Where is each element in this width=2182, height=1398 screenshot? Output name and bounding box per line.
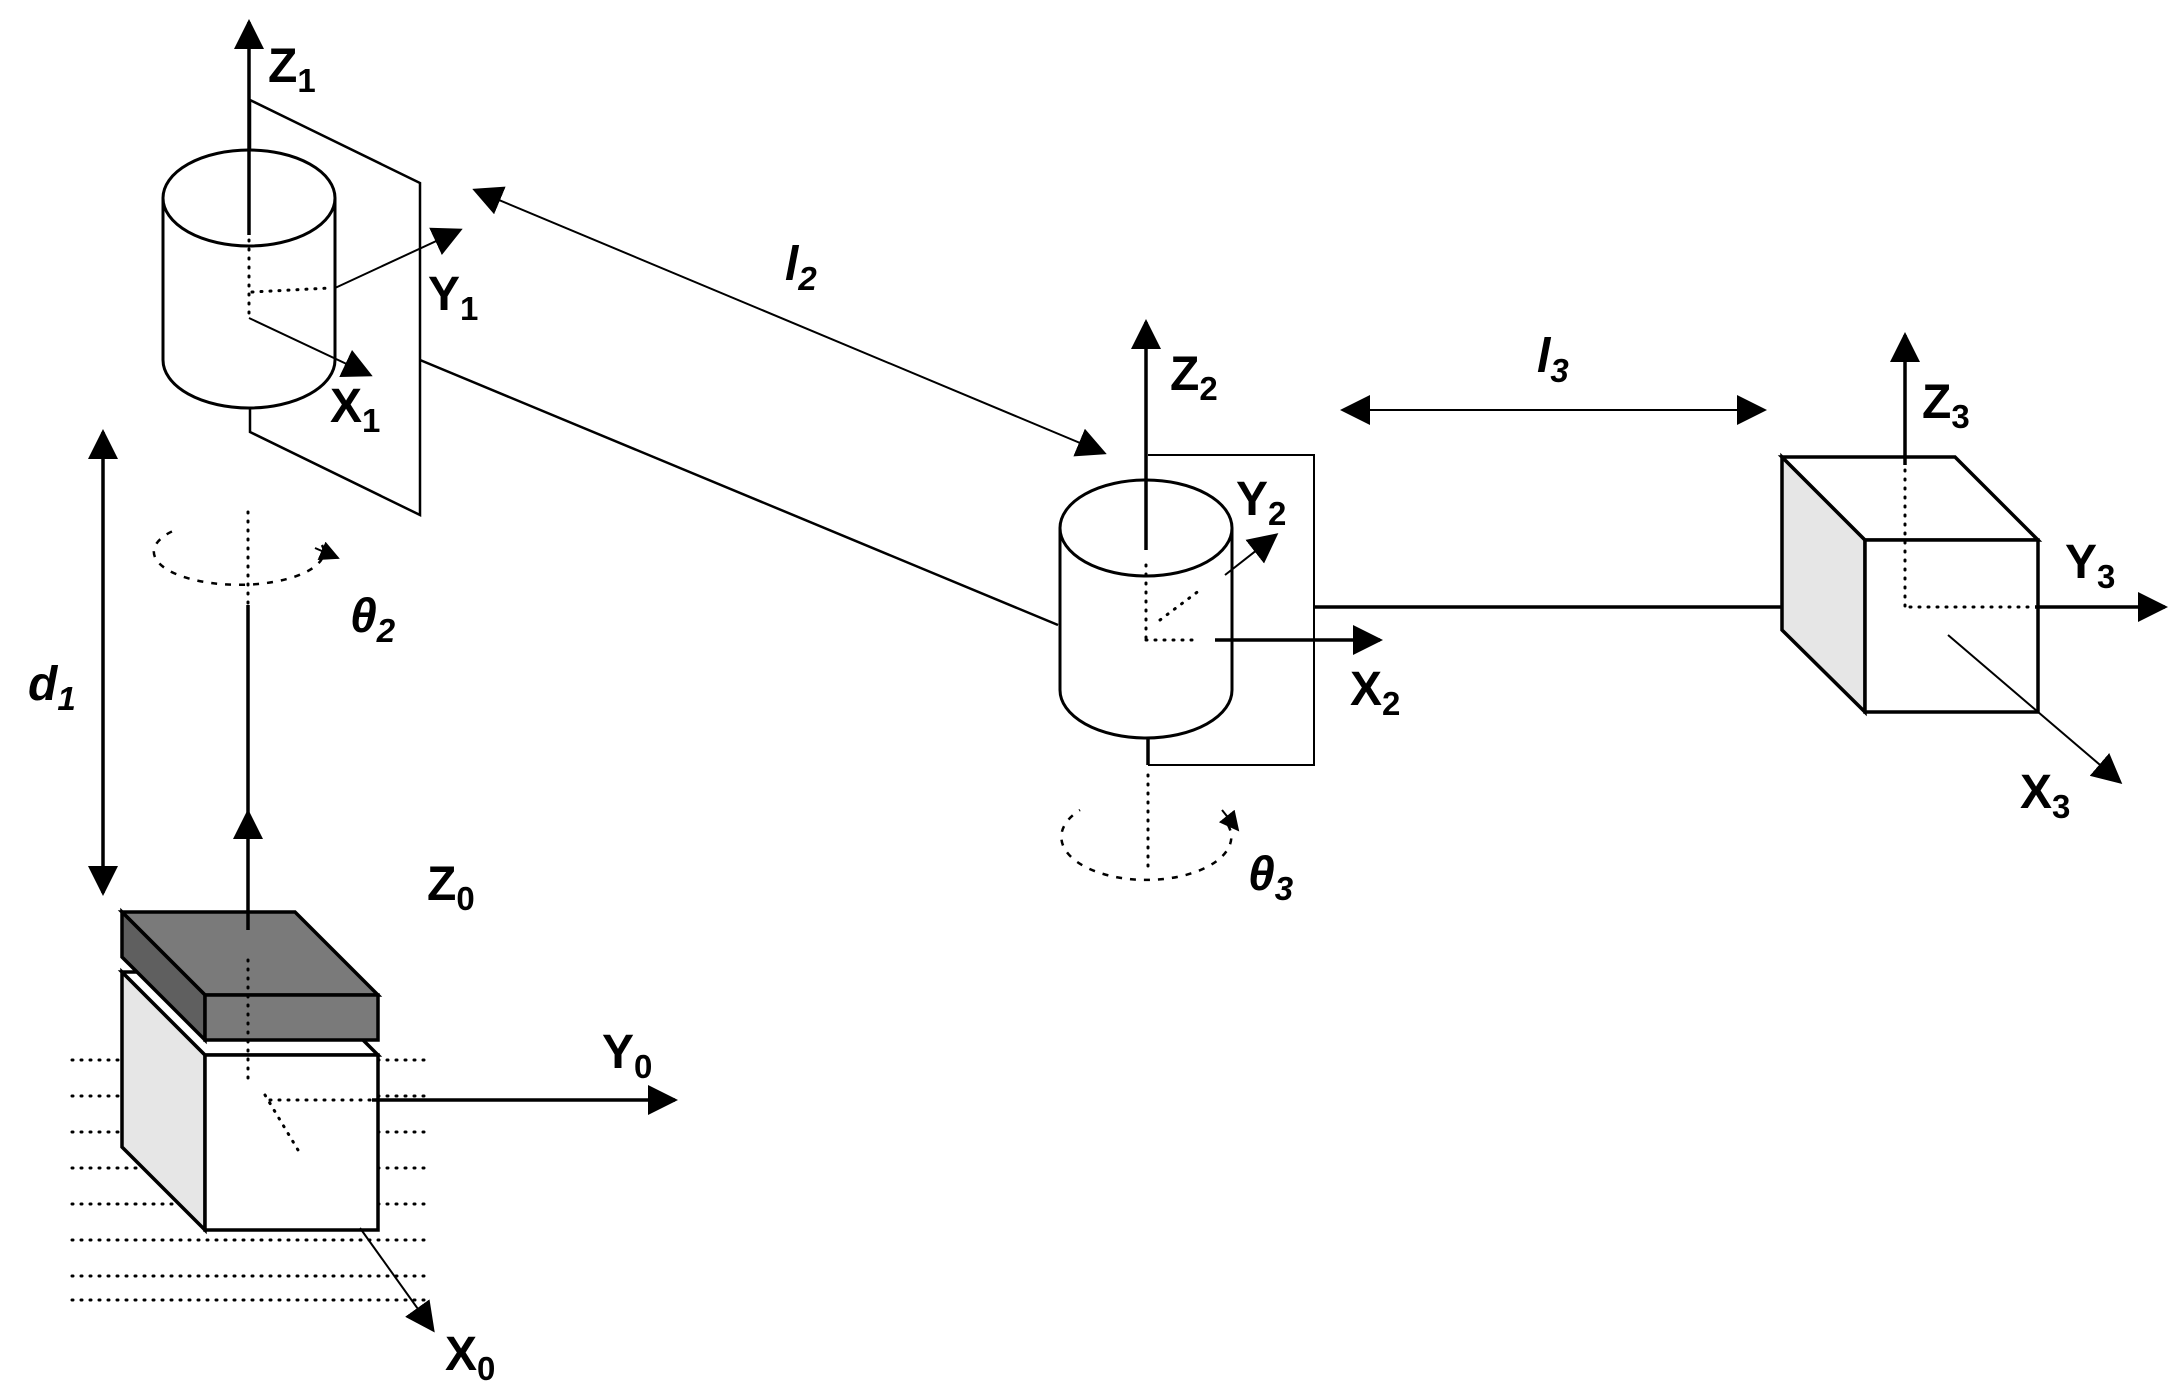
- joint-1: [161, 97, 422, 518]
- link-2: [419, 358, 1059, 627]
- label-x2: X2: [1350, 663, 1400, 722]
- ee-cube-front-face: [1863, 538, 2040, 714]
- label-l2: l2: [785, 238, 817, 297]
- base-plate-front: [203, 993, 380, 1042]
- label-theta2: θ2: [350, 590, 396, 649]
- label-z0: Z0: [427, 858, 475, 917]
- label-z3: Z3: [1922, 376, 1970, 435]
- x1-axis: [248, 317, 373, 378]
- label-x0: X0: [445, 1328, 495, 1387]
- label-theta3: θ3: [1248, 848, 1293, 907]
- theta3-rotation-indicator: [1060, 773, 1240, 882]
- label-z2: Z2: [1170, 348, 1218, 407]
- base-cube-front-face: [203, 1053, 380, 1232]
- label-x1: X1: [330, 380, 380, 439]
- joint-2-frame: [1148, 454, 1315, 766]
- l2-dimension-arrow: [472, 186, 1107, 457]
- label-y3: Y3: [2065, 536, 2115, 595]
- y1-axis: [334, 227, 463, 289]
- y2-axis: [1224, 533, 1279, 576]
- label-d1: d1: [28, 658, 76, 717]
- end-effector-cube: [1777, 452, 2043, 717]
- theta2-rotation-indicator: [152, 510, 340, 607]
- label-y1: Y1: [428, 268, 478, 327]
- label-y0: Y0: [602, 1026, 652, 1085]
- joint-2-cylinder-body: [1058, 528, 1234, 740]
- base-block: [70, 907, 434, 1302]
- x0-axis: [359, 1227, 435, 1333]
- label-y2: Y2: [1236, 473, 1286, 532]
- label-l3: l3: [1537, 330, 1569, 389]
- label-z1: Z1: [268, 40, 316, 99]
- label-x3: X3: [2020, 766, 2070, 825]
- x3-axis: [1947, 634, 2123, 784]
